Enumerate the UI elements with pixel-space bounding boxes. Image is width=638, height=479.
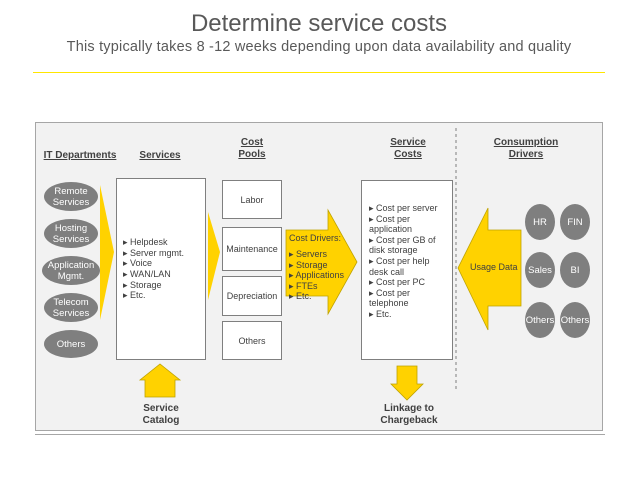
usage-data-arrow	[457, 207, 522, 331]
it-dept-others: Others	[44, 330, 98, 358]
cost-drivers-title: Cost Drivers:	[289, 233, 342, 243]
header-service-costs: Service Costs	[390, 137, 426, 160]
header-services: Services	[139, 150, 181, 161]
usage-data-label: Usage Data	[470, 262, 518, 272]
list-item: ▸ Etc.	[123, 290, 146, 301]
list-item: ▸ Cost per application	[369, 213, 413, 235]
list-item: ▸ Applications	[289, 270, 345, 281]
driver-others-1: Others	[525, 302, 555, 338]
it-to-services-arrow	[100, 185, 114, 320]
services-box: ▸ Helpdesk ▸ Server mgmt. ▸ Voice ▸ WAN/…	[116, 178, 206, 360]
it-dept-hosting-services: Hosting Services	[44, 219, 98, 248]
chargeback-arrow	[390, 365, 424, 401]
it-dept-telecom-services: Telecom Services	[44, 293, 98, 322]
driver-fin: FIN	[560, 204, 590, 240]
list-item: ▸ WAN/LAN	[123, 269, 171, 279]
list-item: ▸ Storage	[123, 279, 162, 290]
page-subtitle: This typically takes 8 -12 weeks dependi…	[66, 39, 572, 55]
services-list: ▸ Helpdesk ▸ Server mgmt. ▸ Voice ▸ WAN/…	[123, 237, 184, 301]
list-item: ▸ Voice	[123, 258, 153, 269]
it-dept-remote-services: Remote Services	[44, 182, 98, 211]
service-catalog-arrow	[138, 363, 182, 398]
service-costs-list: ▸ Cost per server ▸ Cost per application…	[369, 203, 452, 320]
list-item: ▸ Cost per telephone	[369, 287, 411, 309]
list-item: ▸ Servers	[289, 249, 328, 259]
chargeback-caption: Linkage to Chargeback	[380, 403, 438, 426]
list-item: ▸ Cost per PC	[369, 277, 426, 288]
list-item: ▸ Cost per GB of disk storage	[369, 234, 436, 256]
bottom-rule	[35, 434, 605, 435]
list-item: ▸ Cost per help desk call	[369, 255, 430, 277]
cost-pool-depreciation: Depreciation	[222, 276, 282, 316]
list-item: ▸ Etc.	[369, 308, 392, 319]
header-it-departments: IT Departments	[43, 150, 117, 161]
services-to-pools-arrow	[208, 212, 220, 300]
cost-pool-labor: Labor	[222, 180, 282, 219]
cost-pool-others: Others	[222, 321, 282, 360]
driver-bi: BI	[560, 252, 590, 288]
it-dept-application-mgmt: Application Mgmt.	[42, 256, 100, 285]
cost-drivers-arrow	[285, 208, 358, 316]
driver-sales: Sales	[525, 252, 555, 288]
service-costs-box: ▸ Cost per server ▸ Cost per application…	[361, 180, 453, 360]
cost-pool-maintenance: Maintenance	[222, 227, 282, 271]
header-consumption-drivers: Consumption Drivers	[493, 137, 559, 160]
driver-hr: HR	[525, 204, 555, 240]
list-item: ▸ Cost per server	[369, 203, 438, 213]
list-item: ▸ FTEs	[289, 280, 318, 291]
service-catalog-caption: Service Catalog	[142, 403, 180, 426]
list-item: ▸ Helpdesk	[123, 237, 168, 248]
driver-others-2: Others	[560, 302, 590, 338]
list-item: ▸ Server mgmt.	[123, 247, 185, 258]
cost-drivers-list: ▸ Servers ▸ Storage ▸ Applications ▸ FTE…	[289, 249, 344, 302]
page-title: Determine service costs	[190, 10, 448, 37]
title-divider	[33, 72, 605, 73]
list-item: ▸ Storage	[289, 259, 328, 270]
header-cost-pools: Cost Pools	[238, 137, 266, 160]
list-item: ▸ Etc.	[289, 291, 312, 302]
